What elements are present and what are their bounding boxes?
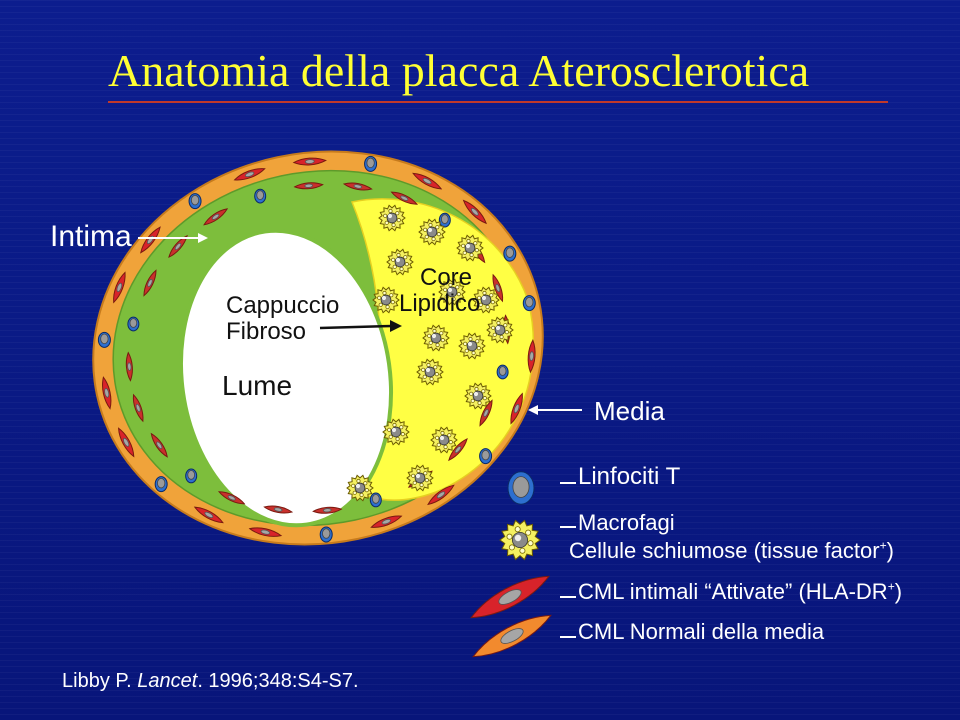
lymphocyte-cell: [364, 155, 378, 172]
intima-arrowhead: [198, 233, 208, 243]
lymphocyte-cell: [479, 448, 493, 465]
legend-cml-intimali-tail: ): [894, 579, 903, 604]
smc-cell: [370, 515, 403, 528]
label-media: Media: [594, 396, 665, 426]
smc-cell: [263, 505, 294, 514]
legend-smc-activated-icon: [470, 575, 550, 619]
cappuccio-arrow: [319, 324, 393, 330]
foam-cell: [382, 418, 410, 446]
lymphocyte-cell: [254, 188, 267, 204]
label-intima: Intima: [50, 220, 132, 253]
smc-cell: [150, 432, 168, 458]
smc-cell: [427, 484, 455, 506]
smc-cell: [203, 208, 229, 226]
smc-cell: [342, 182, 373, 191]
smc-cell: [510, 392, 523, 425]
cappuccio-arrowhead: [390, 320, 402, 332]
legend-cml-intimali-text: CML intimali “Attivate” (HLA-DR: [578, 579, 888, 604]
citation: Libby P. Lancet. 1996;348:S4-S7.: [62, 670, 359, 693]
smc-cell: [527, 339, 536, 374]
foam-cell: [372, 286, 400, 314]
legend-cml-intimali-sup: +: [887, 579, 895, 594]
legend-cellule-schiumose: Cellule schiumose (tissue factor+): [569, 538, 894, 564]
legend-macrophage-icon: [499, 519, 541, 561]
smc-cell: [448, 437, 468, 462]
label-cappuccio: Cappuccio: [226, 292, 340, 319]
lymphocyte-cell: [503, 245, 517, 262]
smc-cell: [312, 506, 343, 514]
lymphocyte-cell: [127, 316, 140, 332]
smc-cell: [113, 271, 126, 304]
smc-cell: [118, 427, 135, 458]
lymphocyte-cell: [319, 526, 333, 543]
lymphocyte-cell: [438, 212, 451, 228]
label-fibroso: Fibroso: [226, 318, 307, 345]
legend-linfociti: Linfociti T: [578, 463, 681, 490]
foam-cell: [406, 464, 434, 492]
lymphocyte-cell: [97, 331, 111, 348]
lymphocyte-cell: [522, 295, 536, 312]
citation-journal: Lancet: [137, 670, 198, 692]
legend-cellule-tail: ): [886, 538, 894, 563]
foam-cell: [430, 426, 458, 454]
label-lipidico: Lipidico: [399, 290, 481, 317]
smc-cell: [218, 491, 246, 505]
foam-cell: [386, 248, 414, 276]
lymphocyte-cell: [369, 492, 382, 508]
smc-cell: [143, 269, 157, 297]
foam-cell: [416, 358, 444, 386]
lymphocyte-cell: [496, 364, 509, 380]
smc-cell: [293, 182, 324, 190]
lymphocyte-cell: [154, 476, 168, 493]
legend-cellule-sup: +: [879, 538, 887, 553]
legend-cellule-text: Cellule schiumose (tissue factor: [569, 538, 880, 563]
smc-cell: [233, 168, 266, 181]
legend-macrofagi: Macrofagi: [578, 510, 675, 535]
label-lume: Lume: [222, 370, 293, 401]
lymphocyte-cell: [188, 193, 202, 210]
cell-layer: [97, 155, 536, 543]
smc-cell: [125, 351, 133, 382]
lymphocyte-cell: [185, 468, 198, 484]
legend-lymphocyte-icon: [507, 471, 535, 505]
smc-cell: [412, 172, 443, 190]
lumen: [178, 228, 394, 528]
foam-cell: [346, 474, 374, 502]
smc-cell: [462, 199, 487, 225]
title-underline: [108, 101, 888, 103]
smc-cell: [248, 527, 283, 537]
foam-cell: [458, 332, 486, 360]
foam-cell: [472, 286, 500, 314]
slide-title: Anatomia della placca Aterosclerotica: [108, 45, 810, 96]
smc-cell: [132, 393, 144, 423]
smc-cell: [102, 376, 112, 410]
foam-cell: [438, 278, 466, 306]
smc-cell: [168, 234, 188, 259]
legend-smc-normal-icon: [472, 614, 552, 658]
smc-cell: [390, 191, 418, 205]
foam-cell: [464, 382, 492, 410]
citation-ref: . 1996;348:S4-S7.: [197, 670, 359, 692]
legend-cml-normali: CML Normali della media: [578, 619, 825, 644]
foam-cell: [422, 324, 450, 352]
foam-cell: [456, 234, 484, 262]
smc-cell: [492, 273, 504, 303]
foam-cell: [418, 218, 446, 246]
legend-cml-intimali: CML intimali “Attivate” (HLA-DR+): [578, 579, 902, 605]
smc-cell: [292, 157, 327, 166]
label-core: Core: [420, 264, 473, 291]
foam-cell: [378, 204, 406, 232]
smc-cell: [193, 506, 224, 524]
foam-cell: [486, 316, 514, 344]
citation-authors: Libby P.: [62, 670, 138, 692]
media-arrowhead: [528, 405, 538, 415]
